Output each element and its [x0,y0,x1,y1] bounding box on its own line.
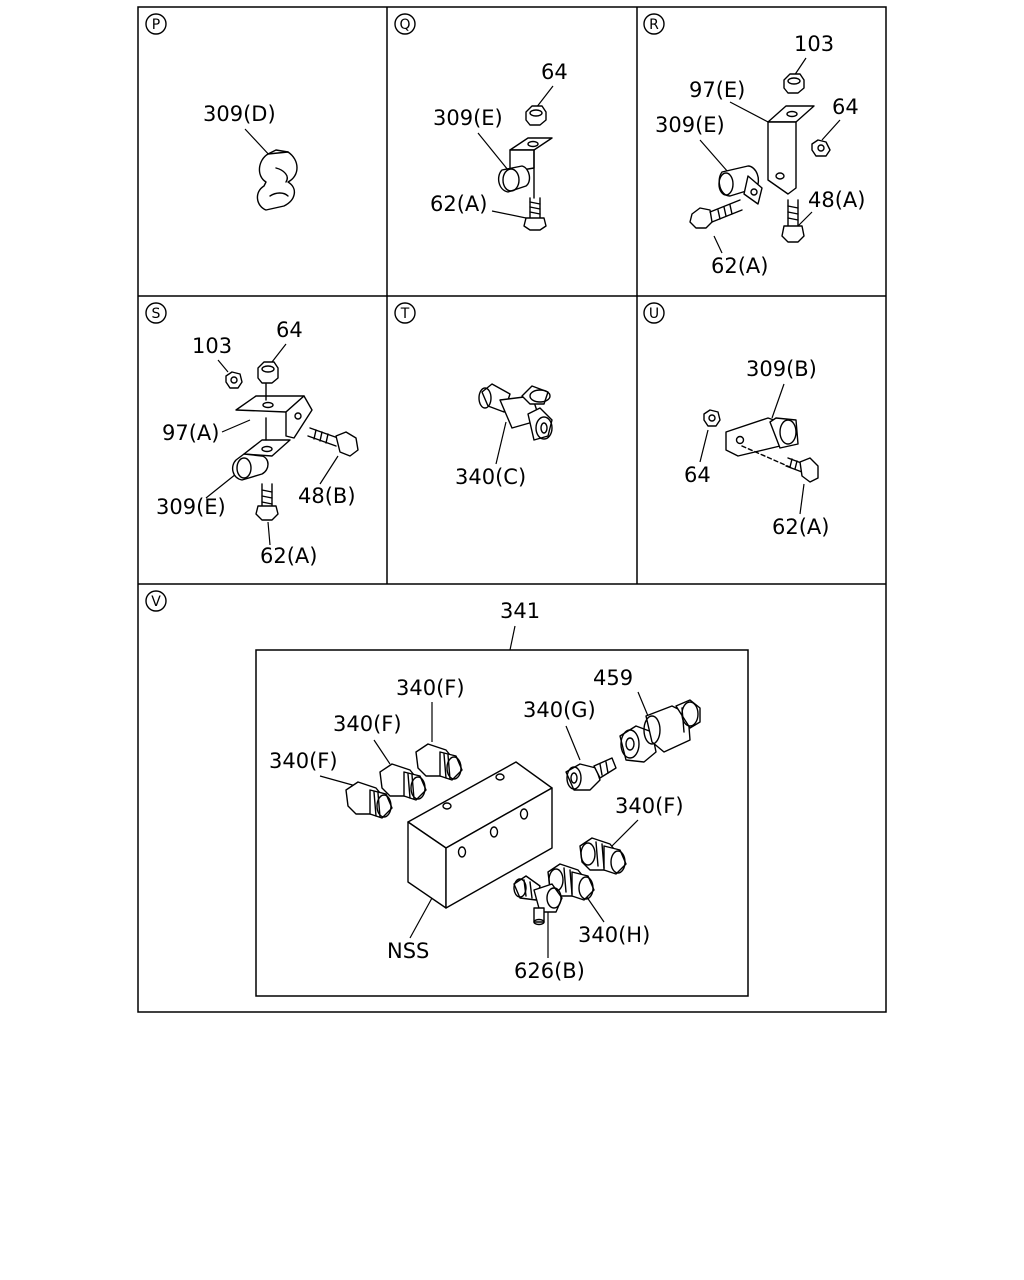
bolt-62a-part [785,457,819,483]
label-340f-4: 340(F) [615,794,684,818]
label-340h: 340(H) [578,923,650,947]
label-340c: 340(C) [455,465,526,489]
panel-t: T 340(C) [394,302,553,489]
clip-bracket-part [497,137,553,199]
tee-fitting-340c-part [478,383,553,441]
fitting-340g-part [565,757,617,791]
panel-u-badge: U [643,302,665,324]
panel-t-badge: T [394,302,416,324]
panel-s-badge: S [145,302,167,324]
label-64: 64 [832,95,859,119]
valve-459-part [619,699,701,763]
bolt-62a-part [689,199,743,229]
nut-64-part [257,361,279,384]
label-340f-2: 340(F) [333,712,402,736]
elbow-626b-part [513,875,563,926]
panel-p-badge: P [145,13,167,35]
label-64: 64 [541,60,568,84]
panel-q-badge: Q [394,13,416,35]
label-103: 103 [192,334,232,358]
label-340g: 340(G) [523,698,596,722]
label-309d: 309(D) [203,102,276,126]
label-459: 459 [593,666,633,690]
nut-64-part [703,409,721,427]
bracket-97e-part [767,105,815,195]
label-340f-1: 340(F) [396,676,465,700]
label-309b: 309(B) [746,357,817,381]
label-103: 103 [794,32,834,56]
assembly-341-box [255,649,749,997]
panel-s: S 103 64 97(A) 48(B) 309(E) 62(A) [145,302,359,568]
panel-v-badge: V [145,590,167,612]
bolt-48b-part [307,427,359,457]
label-97e: 97(E) [689,78,745,102]
panel-s-letter: S [152,306,161,322]
nut-64-part [811,139,831,157]
panel-p: P 309(D) [145,13,298,211]
label-64: 64 [276,318,303,342]
panel-q-letter: Q [399,17,410,33]
nut-103-part [783,73,805,94]
clip-309d-part [256,149,298,211]
fitting-340h-part [547,863,595,901]
bracket-97a-part [235,383,313,439]
panel-v: V 341 459 340(F) 340(F) 340(G) 340(F) 34… [145,590,749,997]
manifold-block-part [407,761,553,909]
label-97a: 97(A) [162,421,219,445]
fitting-340f-4-part [579,837,627,875]
panel-t-letter: T [400,306,410,322]
grid-frame [137,6,887,1013]
panel-r-letter: R [649,17,659,33]
bolt-62a-part [255,483,279,521]
label-341: 341 [500,599,540,623]
panel-p-letter: P [152,17,160,33]
clip-309e-part [231,417,291,481]
label-309e: 309(E) [655,113,725,137]
panel-u-letter: U [649,306,659,322]
label-62a: 62(A) [430,192,487,216]
panel-q: Q 64 309(E) 62(A) [394,13,568,231]
label-309e: 309(E) [433,106,503,130]
panel-r-badge: R [643,13,665,35]
nut-103-part [225,371,243,389]
label-48b: 48(B) [298,484,356,508]
label-309e: 309(E) [156,495,226,519]
fitting-340f-3-part [345,781,393,819]
bolt-48a-part [781,199,805,243]
label-62a: 62(A) [772,515,829,539]
panel-u: U 309(B) 64 62(A) [643,302,829,539]
fitting-340f-2-part [379,763,427,801]
panel-r: R 103 97(E) 64 309(E) 48(A) 62(A) [643,13,865,278]
label-48a: 48(A) [808,188,865,212]
clip-309e-part [718,165,763,205]
label-62a: 62(A) [260,544,317,568]
label-626b: 626(B) [514,959,585,983]
label-64: 64 [684,463,711,487]
label-340f-3: 340(F) [269,749,338,773]
label-nss: NSS [387,939,429,963]
label-62a: 62(A) [711,254,768,278]
fitting-340f-1-part [415,743,463,781]
nut-64-part [525,105,547,126]
clip-309b-part [725,417,799,469]
bolt-62a-part [523,197,547,231]
panel-v-letter: V [151,594,161,610]
